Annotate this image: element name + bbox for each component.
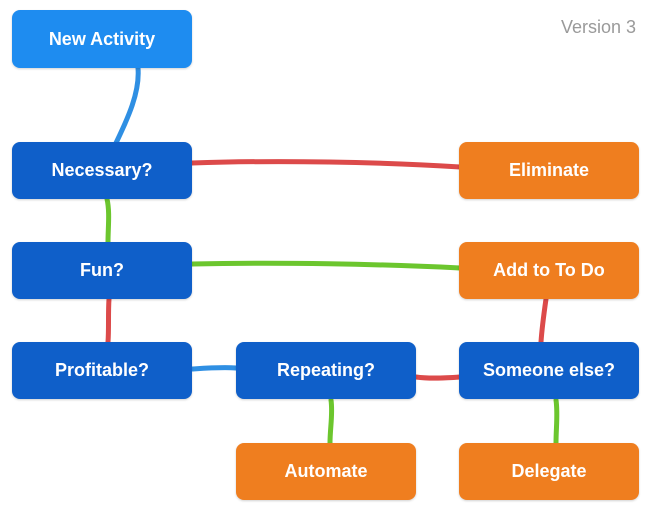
edge-someone-else-add-to-todo xyxy=(538,296,549,345)
node-delegate[interactable]: Delegate xyxy=(459,443,639,500)
edge-necessary-fun xyxy=(104,196,112,245)
node-new-activity[interactable]: New Activity xyxy=(12,10,192,68)
version-label: Version 3 xyxy=(560,17,636,37)
node-someone-else[interactable]: Someone else? xyxy=(459,342,639,399)
edge-someone-else-delegate xyxy=(553,397,560,446)
edge-new-activity-necessary xyxy=(113,65,141,146)
node-repeating[interactable]: Repeating? xyxy=(236,342,416,399)
node-eliminate[interactable]: Eliminate xyxy=(459,142,639,199)
edge-necessary-eliminate xyxy=(189,159,463,170)
edge-fun-add-to-todo xyxy=(189,260,463,271)
edge-fun-profitable xyxy=(105,296,112,345)
edge-profitable-repeating xyxy=(189,365,239,372)
node-automate[interactable]: Automate xyxy=(236,443,416,500)
edge-repeating-automate xyxy=(327,397,335,446)
node-fun[interactable]: Fun? xyxy=(12,242,192,299)
node-profitable[interactable]: Profitable? xyxy=(12,342,192,399)
node-necessary[interactable]: Necessary? xyxy=(12,142,192,199)
node-add-to-todo[interactable]: Add to To Do xyxy=(459,242,639,299)
edge-repeating-someone-else xyxy=(413,374,463,381)
